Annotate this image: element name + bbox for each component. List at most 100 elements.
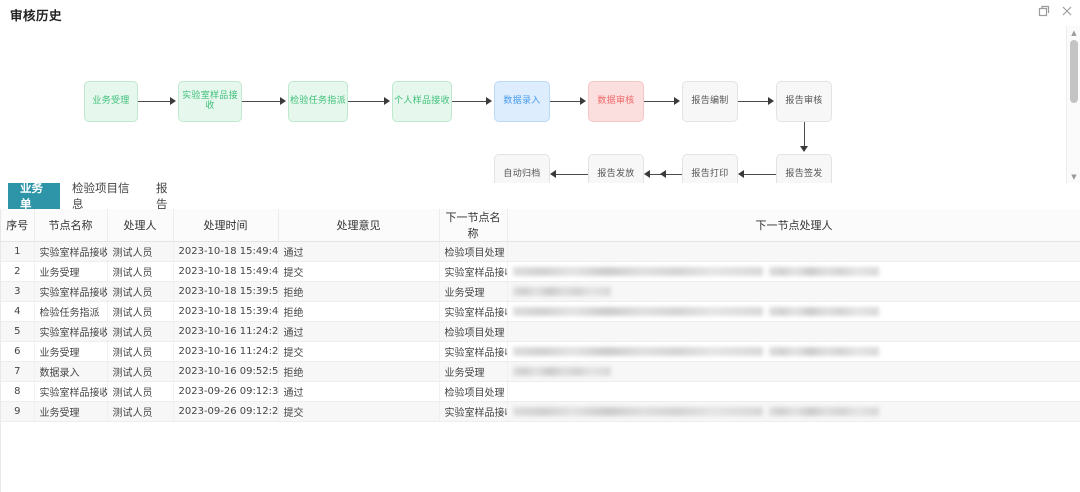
- tab-1[interactable]: 检验项目信息: [60, 181, 144, 211]
- scroll-up-arrow[interactable]: ▲: [1071, 28, 1077, 37]
- redaction-bar: [512, 266, 763, 276]
- table-header-idx[interactable]: 序号: [1, 209, 35, 242]
- diagram-scrollbar[interactable]: ▲ ▼: [1066, 26, 1080, 183]
- cell-nextuser-redacted: [507, 281, 1080, 302]
- cell-nextuser-redacted: [507, 361, 1080, 382]
- redaction-bar: [512, 406, 763, 416]
- redaction-bar: [512, 306, 763, 316]
- arrowhead-n10: [738, 170, 744, 178]
- workflow-node-n5[interactable]: 数据录入: [494, 81, 550, 122]
- cell-time: 2023-10-16 11:24:28: [173, 321, 279, 342]
- cell-user: 测试人员: [107, 341, 174, 362]
- arrowhead-n9: [800, 146, 808, 152]
- window-controls: [1037, 4, 1074, 18]
- cell-next: 检验项目处理: [439, 321, 508, 342]
- edge-n2-n3: [242, 101, 282, 102]
- redaction-bar: [512, 346, 763, 356]
- edge-n5-n6: [550, 101, 582, 102]
- edge-n9-n10: [742, 174, 776, 175]
- edge-n11-n12: [554, 174, 588, 175]
- workflow-node-label: 数据录入: [503, 95, 541, 106]
- workflow-node-n10[interactable]: 报告打印: [682, 154, 738, 183]
- arrowhead-n3: [280, 97, 286, 105]
- scroll-down-arrow[interactable]: ▼: [1071, 172, 1077, 181]
- workflow-node-label: 报告发放: [597, 168, 635, 179]
- tab-label: 报告: [156, 181, 168, 211]
- workflow-node-label: 自动归档: [503, 168, 541, 179]
- cell-user: 测试人员: [107, 381, 174, 402]
- cell-node: 实验室样品接收: [34, 381, 108, 402]
- restore-window-icon[interactable]: [1037, 4, 1051, 18]
- cell-next: 实验室样品接收: [439, 401, 508, 422]
- edge-n6-n7: [644, 101, 676, 102]
- cell-nextuser-redacted: [507, 261, 1080, 282]
- arrowhead-n11a: [644, 170, 650, 178]
- workflow-node-n2[interactable]: 实验室样品接收: [178, 81, 242, 122]
- workflow-node-n8[interactable]: 报告审核: [776, 81, 832, 122]
- arrowhead-n4: [384, 97, 390, 105]
- cell-node: 实验室样品接收: [34, 241, 108, 262]
- workflow-node-label: 数据审核: [597, 95, 635, 106]
- tab-0[interactable]: 业务单: [8, 181, 60, 211]
- table-header-node[interactable]: 节点名称: [34, 209, 108, 242]
- cell-idx: 9: [1, 401, 35, 422]
- close-icon[interactable]: [1060, 4, 1074, 18]
- cell-nextuser-redacted: [507, 401, 1080, 422]
- tab-label: 业务单: [20, 181, 43, 211]
- scrollbar-thumb[interactable]: [1070, 40, 1078, 103]
- cell-remark: 提交: [278, 261, 440, 282]
- workflow-node-n4[interactable]: 个人样品接收: [392, 81, 452, 122]
- cell-node: 实验室样品接收: [34, 321, 108, 342]
- tab-2[interactable]: 报告: [144, 181, 188, 211]
- workflow-node-label: 业务受理: [92, 95, 130, 106]
- arrowhead-n5: [486, 97, 492, 105]
- table-header-next[interactable]: 下一节点名称: [439, 209, 508, 242]
- workflow-node-n11[interactable]: 报告发放: [588, 154, 644, 183]
- cell-idx: 4: [1, 301, 35, 322]
- workflow-node-n1[interactable]: 业务受理: [84, 81, 138, 122]
- workflow-node-label: 报告签发: [785, 168, 823, 179]
- arrowhead-n7: [674, 97, 680, 105]
- cell-next: 业务受理: [439, 281, 508, 302]
- cell-next: 实验室样品接收: [439, 301, 508, 322]
- workflow-node-n6[interactable]: 数据审核: [588, 81, 644, 122]
- cell-nextuser-redacted: [507, 241, 1080, 262]
- cell-time: 2023-09-26 09:12:32: [173, 381, 279, 402]
- cell-nextuser-redacted: [507, 321, 1080, 342]
- cell-time: 2023-10-16 09:52:50: [173, 361, 279, 382]
- table-header-time[interactable]: 处理时间: [173, 209, 279, 242]
- table-header-user[interactable]: 处理人: [107, 209, 174, 242]
- table-header-nextuser[interactable]: 下一节点处理人: [507, 209, 1080, 242]
- cell-remark: 拒绝: [278, 361, 440, 382]
- workflow-node-label: 实验室样品接收: [182, 90, 238, 111]
- workflow-node-n9[interactable]: 报告签发: [776, 154, 832, 183]
- workflow-node-n7[interactable]: 报告编制: [682, 81, 738, 122]
- redaction-bar: [512, 366, 611, 376]
- arrowhead-n6: [580, 97, 586, 105]
- cell-node: 实验室样品接收: [34, 281, 108, 302]
- workflow-node-n3[interactable]: 检验任务指派: [288, 81, 348, 122]
- cell-remark: 拒绝: [278, 281, 440, 302]
- cell-node: 业务受理: [34, 341, 108, 362]
- table-header: 序号节点名称处理人处理时间处理意见下一节点名称下一节点处理人: [1, 209, 1080, 242]
- cell-remark: 通过: [278, 381, 440, 402]
- cell-time: 2023-10-16 11:24:21: [173, 341, 279, 362]
- tab-label: 检验项目信息: [72, 181, 130, 211]
- workflow-node-n12[interactable]: 自动归档: [494, 154, 550, 183]
- cell-idx: 5: [1, 321, 35, 342]
- cell-idx: 8: [1, 381, 35, 402]
- table-header-remark[interactable]: 处理意见: [278, 209, 440, 242]
- cell-next: 实验室样品接收: [439, 261, 508, 282]
- cell-next: 检验项目处理: [439, 241, 508, 262]
